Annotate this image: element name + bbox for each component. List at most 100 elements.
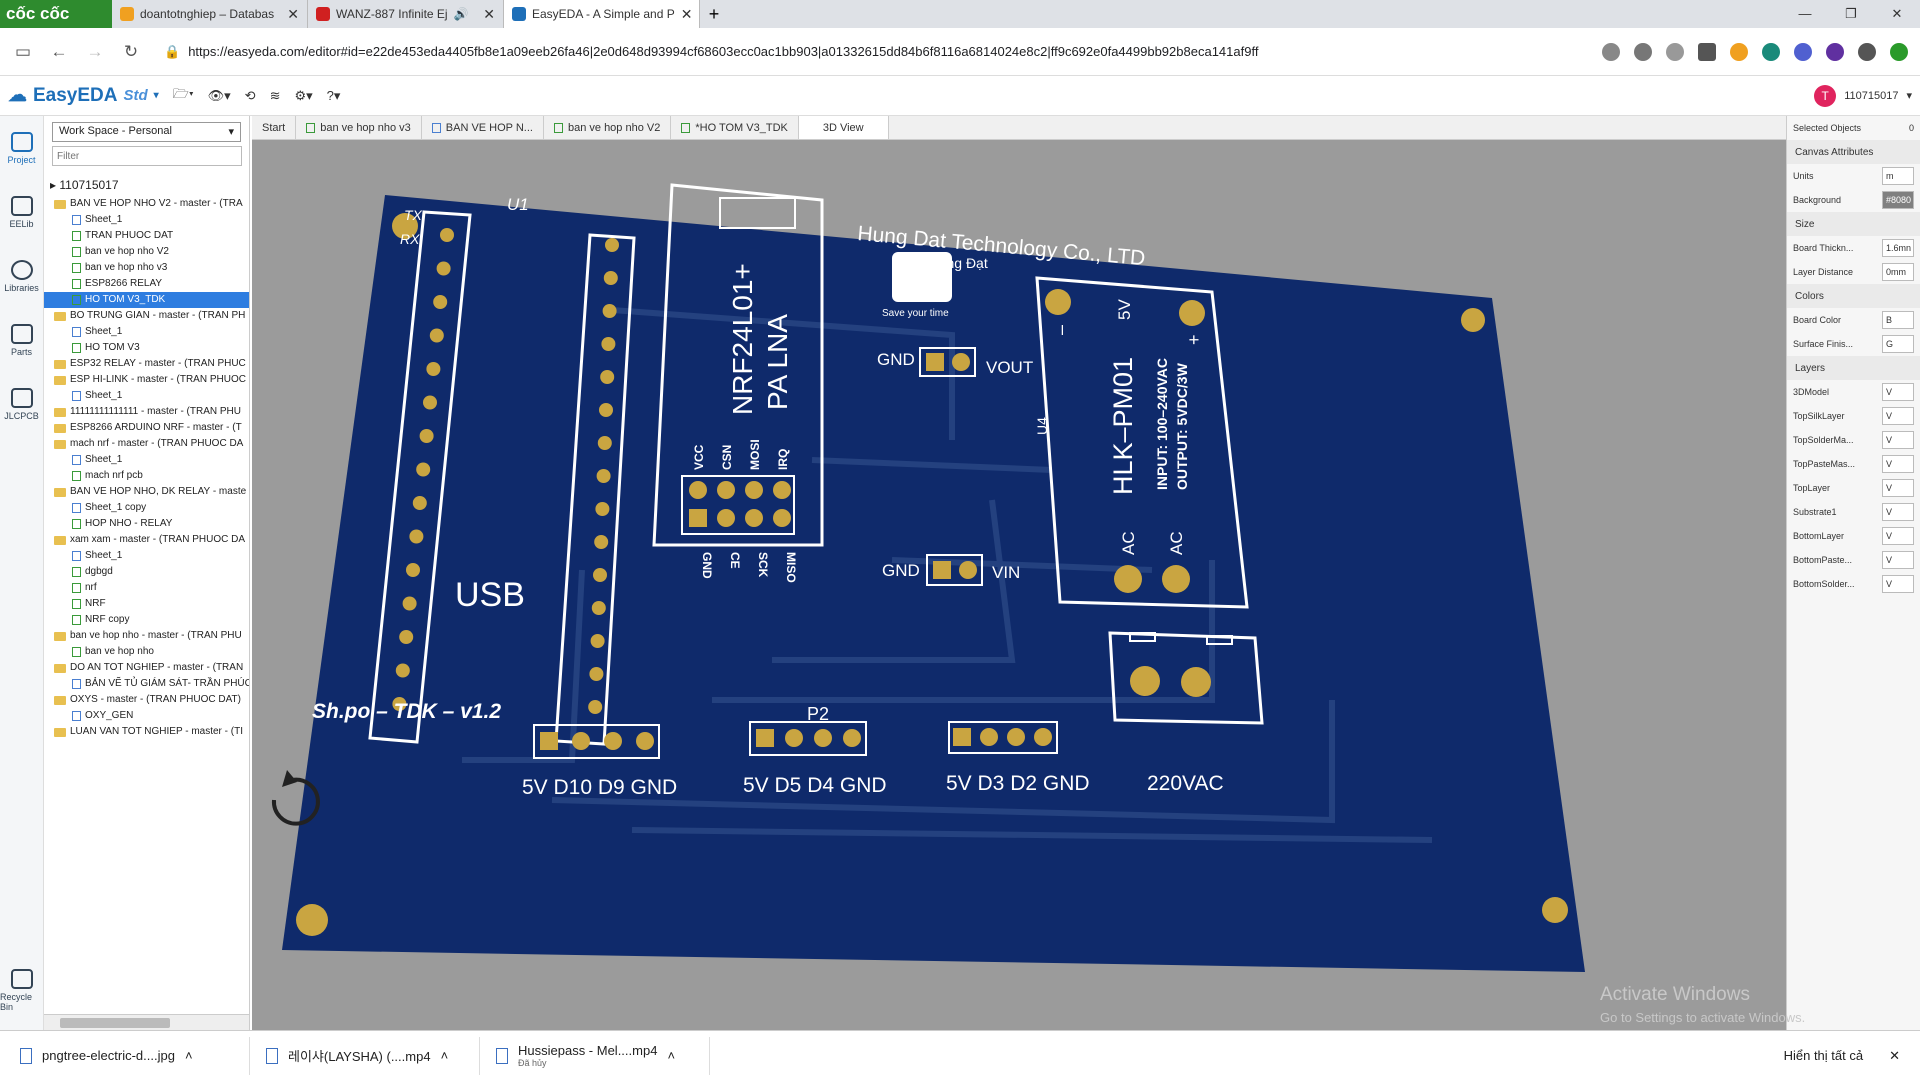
- tree-item[interactable]: ban ve hop nho V2: [44, 244, 249, 260]
- zoom-icon[interactable]: [1634, 42, 1652, 61]
- tree-item[interactable]: xam xam - master - (TRAN PHUOC DA: [44, 532, 249, 548]
- tree-item[interactable]: HOP NHO - RELAY: [44, 516, 249, 532]
- section-canvas-attributes[interactable]: Canvas Attributes: [1787, 140, 1920, 164]
- tree-item[interactable]: Sheet_1 copy: [44, 500, 249, 516]
- tree-item[interactable]: ban ve hop nho: [44, 644, 249, 660]
- profile-icon[interactable]: [1858, 42, 1876, 61]
- view-menu-icon[interactable]: 👁▾: [207, 87, 231, 103]
- easyeda-logo[interactable]: ☁ EasyEDA Std ▾: [8, 84, 159, 107]
- forward-icon[interactable]: →: [86, 41, 104, 61]
- board-color-select[interactable]: B: [1882, 311, 1914, 329]
- download-item[interactable]: 레이샤(LAYSHA) (....mp4˄: [250, 1036, 480, 1075]
- layer-visibility-select[interactable]: V: [1882, 407, 1914, 425]
- settings-icon[interactable]: ⚙▾: [294, 87, 313, 103]
- layer-visibility-select[interactable]: V: [1882, 455, 1914, 473]
- tree-item[interactable]: NRF: [44, 596, 249, 612]
- extension-m-icon[interactable]: [1794, 42, 1812, 61]
- section-colors[interactable]: Colors: [1787, 284, 1920, 308]
- layer-visibility-select[interactable]: V: [1882, 431, 1914, 449]
- help-icon[interactable]: ?▾: [326, 87, 341, 103]
- tree-item[interactable]: BO TRUNG GIAN - master - (TRAN PH: [44, 308, 249, 324]
- 3d-canvas[interactable]: U1 TX RX USB NRF24L01+ PA LNA VCC CSN MO…: [252, 140, 1786, 1030]
- reload-icon[interactable]: ↻: [123, 41, 139, 61]
- tree-item[interactable]: Sheet_1: [44, 388, 249, 404]
- history-icon[interactable]: ⟲: [244, 87, 256, 103]
- doc-tab[interactable]: *HO TOM V3_TDK: [671, 116, 799, 139]
- tree-item[interactable]: ESP8266 ARDUINO NRF - master - (T: [44, 420, 249, 436]
- chevron-up-icon[interactable]: ˄: [667, 1048, 676, 1063]
- extension-g-icon[interactable]: [1762, 42, 1780, 61]
- file-menu-icon[interactable]: 🗁▾: [172, 85, 194, 101]
- browser-tab-3[interactable]: EasyEDA - A Simple and P ✕: [504, 0, 700, 28]
- translate-icon[interactable]: [1602, 42, 1620, 61]
- layer-visibility-select[interactable]: V: [1882, 479, 1914, 497]
- scroll-thumb[interactable]: [60, 1018, 170, 1028]
- tree-item[interactable]: HO TOM V3: [44, 340, 249, 356]
- rail-project[interactable]: Project: [0, 116, 43, 180]
- layer-visibility-select[interactable]: V: [1882, 527, 1914, 545]
- doc-tab-start[interactable]: Start: [252, 116, 297, 139]
- tree-item[interactable]: LUAN VAN TOT NGHIEP - master - (TI: [44, 724, 249, 740]
- extension-s-icon[interactable]: [1826, 42, 1844, 61]
- browser-tab-1[interactable]: doantotnghiep – Databas ✕: [112, 0, 308, 28]
- browser-tab-2[interactable]: WANZ-887 Infinite Ej 🔊 ✕: [308, 0, 504, 28]
- background-color-field[interactable]: #8080: [1882, 191, 1914, 209]
- filter-input[interactable]: [52, 146, 242, 166]
- doc-tab[interactable]: ban ve hop nho V2: [544, 116, 672, 139]
- tree-item[interactable]: Sheet_1: [44, 212, 249, 228]
- tree-item[interactable]: ban ve hop nho - master - (TRAN PHU: [44, 628, 249, 644]
- tree-item[interactable]: ESP32 RELAY - master - (TRAN PHUC: [44, 356, 249, 372]
- tree-item[interactable]: ESP HI-LINK - master - (TRAN PHUOC: [44, 372, 249, 388]
- rail-libraries[interactable]: Libraries: [0, 244, 43, 308]
- rail-recycle[interactable]: Recycle Bin: [0, 958, 44, 1022]
- layer-distance-field[interactable]: 0mm: [1882, 263, 1914, 281]
- section-layers[interactable]: Layers: [1787, 356, 1920, 380]
- rail-jlcpcb[interactable]: JLCPCB: [0, 372, 43, 436]
- close-window-icon[interactable]: ✕: [1891, 6, 1903, 21]
- surface-finish-select[interactable]: G: [1882, 335, 1914, 353]
- units-select[interactable]: m: [1882, 167, 1914, 185]
- layer-visibility-select[interactable]: V: [1882, 575, 1914, 593]
- tree-root[interactable]: ▸ 110715017: [50, 178, 119, 192]
- board-thickness-field[interactable]: 1.6mn: [1882, 239, 1914, 257]
- tree-item[interactable]: dgbgd: [44, 564, 249, 580]
- rail-eelib[interactable]: EELib: [0, 180, 43, 244]
- save-icon[interactable]: [1890, 42, 1908, 61]
- tree-item[interactable]: OXY_GEN: [44, 708, 249, 724]
- tree-item[interactable]: Sheet_1: [44, 324, 249, 340]
- layer-visibility-select[interactable]: V: [1882, 551, 1914, 569]
- tree-item[interactable]: 11111111111111 - master - (TRAN PHU: [44, 404, 249, 420]
- doc-tab[interactable]: ban ve hop nho v3: [296, 116, 422, 139]
- tree-item[interactable]: Sheet_1: [44, 548, 249, 564]
- layer-visibility-select[interactable]: V: [1882, 503, 1914, 521]
- chevron-up-icon[interactable]: ˄: [184, 1048, 193, 1063]
- close-tab-icon[interactable]: ✕: [287, 5, 299, 22]
- extension-c-icon[interactable]: [1730, 42, 1748, 61]
- browser-brand[interactable]: cốc cốc: [0, 0, 112, 28]
- tree-item[interactable]: NRF copy: [44, 612, 249, 628]
- tree-item[interactable]: mach nrf pcb: [44, 468, 249, 484]
- tree-item[interactable]: Sheet_1: [44, 452, 249, 468]
- restore-icon[interactable]: ❐: [1845, 6, 1857, 21]
- user-menu[interactable]: T 110715017 ▾: [1814, 84, 1912, 107]
- tree-item[interactable]: ESP8266 RELAY: [44, 276, 249, 292]
- workspace-select[interactable]: Work Space - Personal▾: [52, 122, 241, 142]
- tree-item[interactable]: ban ve hop nho v3: [44, 260, 249, 276]
- close-tab-icon[interactable]: ✕: [483, 5, 495, 22]
- close-tab-icon[interactable]: ✕: [680, 5, 693, 22]
- minimize-icon[interactable]: —: [1798, 6, 1812, 21]
- chevron-up-icon[interactable]: ˄: [440, 1048, 449, 1063]
- tree-item[interactable]: BẢN VẼ TỦ GIÁM SÁT- TRẦN PHÚC: [44, 676, 249, 692]
- tree-item[interactable]: mach nrf - master - (TRAN PHUOC DA: [44, 436, 249, 452]
- tree-scrollbar[interactable]: [44, 1014, 249, 1030]
- download-icon[interactable]: [1698, 42, 1716, 61]
- layers-icon[interactable]: ≋: [269, 87, 281, 103]
- tree-item[interactable]: nrf: [44, 580, 249, 596]
- tree-item[interactable]: HO TOM V3_TDK: [44, 292, 249, 308]
- speaker-icon[interactable]: 🔊: [453, 7, 469, 21]
- doc-tab-3d-view[interactable]: 3D View: [798, 116, 889, 139]
- star-icon[interactable]: [1666, 42, 1684, 61]
- back-icon[interactable]: ←: [50, 41, 68, 61]
- close-icon[interactable]: ✕: [1889, 1047, 1900, 1063]
